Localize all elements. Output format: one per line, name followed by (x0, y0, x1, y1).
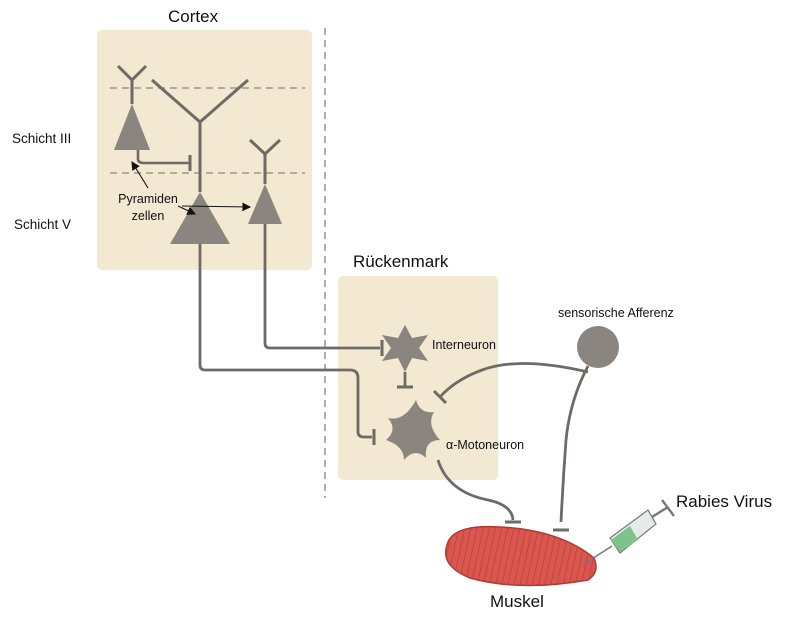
layer5-label: Schicht V (14, 217, 72, 232)
spinal-cord-label: Rückenmark (353, 252, 449, 271)
sensory-axon-to-muscle (559, 365, 590, 523)
muscle-label: Muskel (490, 592, 544, 611)
muscle-shape (445, 525, 597, 587)
arrow-to-layer3-cell (131, 161, 149, 189)
syringe-icon (583, 499, 675, 565)
arrow-to-small-cell (181, 202, 252, 212)
motoneuron-label: α-Motoneuron (446, 438, 525, 452)
spinal-cord-panel (338, 276, 498, 480)
axon-small-to-interneuron (263, 224, 380, 350)
sensory-cell-body (577, 326, 619, 368)
synapse-bar-sensory-moto (432, 389, 448, 405)
sensory-afferent-label: sensorische Afferenz (558, 306, 674, 320)
motor-axon (436, 459, 515, 521)
sensory-axon-to-motoneuron (438, 362, 589, 398)
layer5-pyramidal-cell-small (248, 138, 282, 224)
motoneuron-cell (386, 400, 440, 460)
interneuron-label: Interneuron (432, 338, 496, 352)
rabies-virus-label: Rabies Virus (676, 492, 773, 511)
pyramidal-label-line1: Pyramiden (118, 192, 178, 206)
axon-large-to-motoneuron (198, 244, 372, 439)
cortex-label: Cortex (168, 7, 219, 26)
layer3-label: Schicht III (12, 131, 72, 146)
arrow-to-large-cell (177, 205, 196, 215)
pyramidal-label-line2: zellen (131, 209, 165, 224)
pyramidal-cells-label: Pyramiden zellen (108, 192, 188, 224)
interneuron-cell (382, 325, 428, 372)
layer5-pyramidal-cell-large (151, 78, 249, 244)
